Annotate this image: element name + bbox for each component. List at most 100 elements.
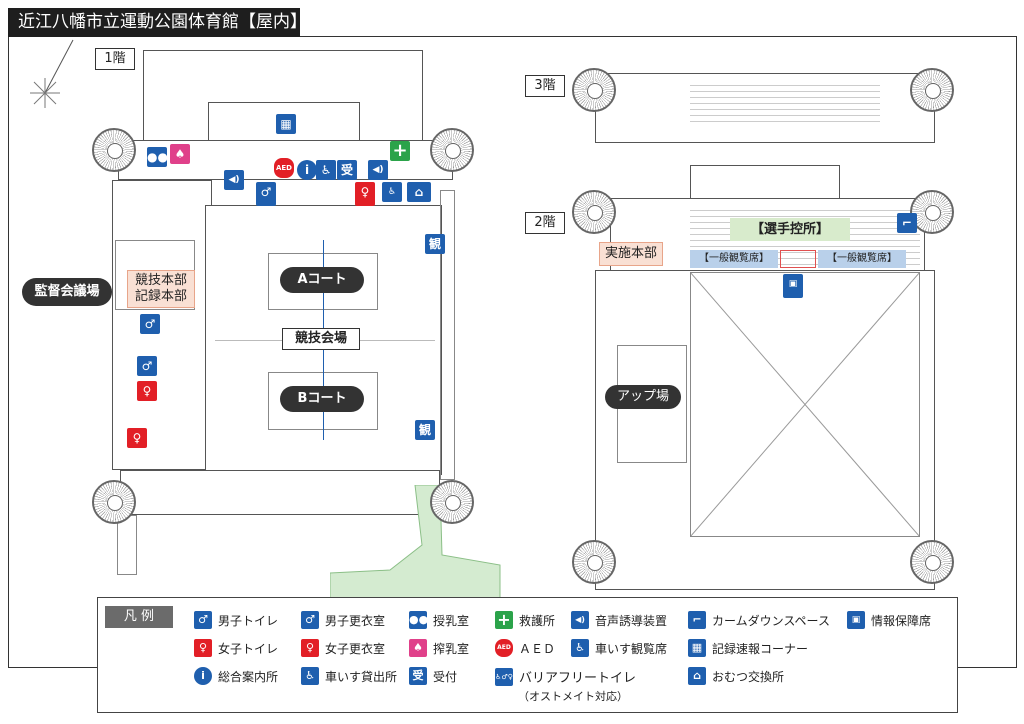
wheelchair-seat-icon: 観 [425, 234, 445, 254]
legend-item: ♿♂♀バリアフリートイレ [495, 667, 636, 686]
area-up-jo: アップ場 [605, 385, 681, 409]
legend-label: 記録速報コーナー [712, 641, 809, 656]
legend-label: おむつ交換所 [712, 669, 785, 684]
speaker-icon: ◀) [368, 160, 388, 180]
male-toilet-icon: ♂ [256, 182, 276, 206]
west-rooms [112, 180, 212, 470]
female-toilet-icon: ♀ [137, 381, 157, 401]
legend-label: 情報保障席 [871, 613, 932, 628]
area-kantoku-kaigijo: 監督会議場 [22, 278, 112, 306]
info-seat-icon: ▣ [783, 274, 803, 298]
stair-ne [430, 128, 474, 172]
legend-label: 女子更衣室 [325, 641, 386, 656]
legend-label: 救護所 [519, 613, 556, 628]
milking-room-icon: ♠ [170, 144, 190, 164]
male-toilet-icon: ♂ [137, 356, 157, 376]
legend-title: 凡 例 [105, 606, 173, 628]
reception-icon: 受 [409, 667, 427, 685]
diaper-changing-icon: ⌂ [688, 667, 706, 685]
court-b-label: Bコート [280, 386, 364, 412]
legend-item: i 総合案内所 [194, 667, 278, 685]
legend-item: AED ＡＥＤ [495, 639, 555, 657]
legend-label: 車いす貸出所 [325, 669, 398, 684]
legend: 凡 例 ♂ 男子トイレ ♂ 男子更衣室 ●● 授乳室 + 救護所 ◀)音声誘導装置 ⌐ カ… [97, 597, 958, 713]
legend-label: 受付 [433, 669, 458, 684]
area-kyogi-honbu: 競技本部 記録本部 [127, 270, 195, 308]
legend-label: 男子更衣室 [325, 613, 386, 628]
nursing-room-icon: ●● [147, 147, 168, 167]
floor-label-2f: 2階 [525, 212, 565, 234]
milking-room-icon: ♠ [409, 639, 427, 657]
speaker-icon: ◀) [224, 170, 244, 190]
info-desk-icon: i [194, 667, 212, 685]
info-desk-icon: i [297, 160, 317, 180]
reception-icon: 受 [337, 160, 357, 180]
compass-icon [30, 39, 74, 108]
legend-item: ⌂ おむつ交換所 [688, 667, 784, 685]
south-rooms [120, 470, 440, 515]
legend-label: 総合案内所 [218, 669, 279, 684]
first-aid-icon: + [390, 141, 410, 161]
legend-item: ▣情報保障席 [847, 611, 931, 629]
legend-item: ♂ 男子更衣室 [301, 611, 385, 629]
kyogi-honbu-label: 競技本部 [134, 273, 187, 288]
female-toilet-icon: ♀ [355, 182, 375, 206]
legend-label: 女子トイレ [218, 641, 279, 656]
wheelchair-rental-icon: ♿ [316, 160, 336, 180]
floor-label-1f: 1階 [95, 48, 135, 70]
legend-label: ＡＥＤ [519, 641, 556, 656]
aed-icon: AED [495, 639, 513, 657]
walkway [330, 485, 501, 600]
diaper-changing-icon: ⌂ [407, 182, 431, 202]
legend-item: ⌐ カームダウンスペース [688, 611, 830, 629]
legend-item: ◀)音声誘導装置 [571, 611, 667, 629]
legend-label: 授乳室 [433, 613, 470, 628]
first-aid-icon: + [495, 611, 513, 629]
stair-sw [92, 480, 136, 524]
kyogi-kaijo-label: 競技会場 [282, 328, 360, 350]
barrier-free-toilet-icon: ♿♂♀ [382, 182, 402, 217]
male-changing-icon: ♂ [140, 314, 160, 334]
wheelchair-seat-icon: ♿ [571, 639, 589, 657]
area-ippan-kanranseki-east: 【一般観覧席】 [818, 250, 906, 268]
male-changing-icon: ♂ [301, 611, 319, 629]
male-toilet-icon: ♂ [194, 611, 212, 629]
wheelchair-seat-icon: 観 [415, 420, 435, 440]
calm-down-icon: ⌐ [688, 611, 706, 629]
floor-label-3f: 3階 [525, 75, 565, 97]
legend-item: ♿ 車いす貸出所 [301, 667, 397, 685]
female-changing-icon: ♀ [301, 639, 319, 657]
legend-item: ●● 授乳室 [409, 611, 469, 629]
legend-item: ♠搾乳室 [409, 639, 469, 657]
calm-down-icon: ⌐ [897, 213, 917, 233]
stair-2f-sw [572, 540, 616, 584]
record-corner-icon: ▦ [688, 639, 706, 657]
stair-se [430, 480, 474, 524]
female-toilet-icon: ♀ [194, 639, 212, 657]
area-ippan-kanranseki-west: 【一般観覧席】 [690, 250, 778, 268]
legend-item: 受受付 [409, 667, 457, 685]
wheelchair-rental-icon: ♿ [301, 667, 319, 685]
female-changing-icon: ♀ [127, 428, 147, 448]
stair-nw [92, 128, 136, 172]
stair-3f-w [572, 68, 616, 112]
stair-2f-ne [910, 190, 954, 234]
court-a-label: Aコート [280, 267, 364, 293]
legend-label: バリアフリートイレ [519, 671, 637, 686]
area-senshu-hikaejo: 【選手控所】 [730, 218, 850, 241]
kiroku-honbu-label: 記録本部 [134, 289, 187, 304]
legend-item: ▦ 記録速報コーナー [688, 639, 808, 657]
legend-item: ♿ 車いす観覧席 [571, 639, 667, 657]
legend-label: 男子トイレ [218, 613, 279, 628]
aed-icon: AED [274, 158, 294, 178]
legend-label: 音声誘導装置 [595, 613, 668, 628]
legend-item: ♂ 男子トイレ [194, 611, 278, 629]
legend-label: カームダウンスペース [712, 613, 830, 628]
legend-label: 車いす観覧席 [595, 641, 668, 656]
stair-2f-nw [572, 190, 616, 234]
legend-item: ♀ 女子更衣室 [301, 639, 385, 657]
nursing-room-icon: ●● [409, 611, 428, 629]
stair-3f-e [910, 68, 954, 112]
area-jisshi-honbu: 実施本部 [599, 242, 663, 266]
legend-bf-note: （オストメイト対応） [518, 690, 628, 703]
